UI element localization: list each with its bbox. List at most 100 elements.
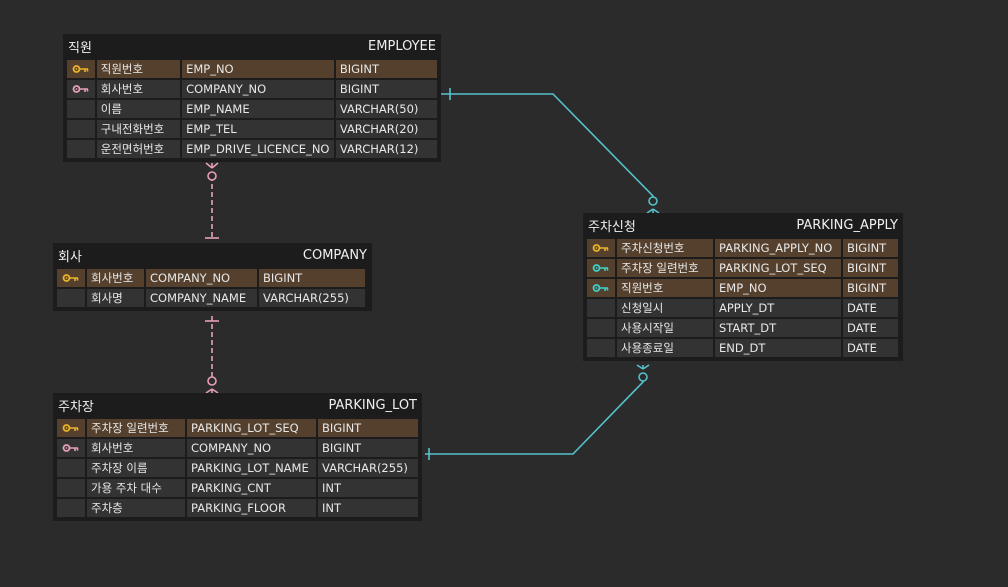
column-logical-name: 주차신청번호: [617, 239, 713, 257]
many-cardinality-mark: [636, 364, 644, 370]
column-physical-name: EMP_TEL: [182, 120, 334, 138]
relationship-parking_lot-parking_apply[interactable]: [425, 364, 650, 460]
column-logical-name: 회사번호: [87, 269, 144, 287]
column-data-type: VARCHAR(20): [335, 120, 437, 138]
column-physical-name: COMPANY_NAME: [146, 289, 257, 307]
column-data-type: VARCHAR(255): [259, 289, 365, 307]
entity-logical-name: 주차장: [58, 399, 94, 415]
many-cardinality-mark: [642, 364, 650, 370]
column-physical-name: PARKING_LOT_SEQ: [715, 259, 841, 277]
column-logical-name: 회사번호: [87, 439, 185, 457]
column-logical-name: 직원번호: [617, 279, 713, 297]
column-physical-name: PARKING_LOT_NAME: [187, 459, 316, 477]
relationship-line: [441, 93, 654, 202]
zero-cardinality-mark: [207, 171, 217, 181]
entity-header: 직원 EMPLOYEE: [67, 34, 437, 58]
column-logical-name: 운전면허번호: [96, 140, 181, 158]
column-logical-name: 회사명: [87, 289, 144, 307]
many-cardinality-mark: [211, 162, 219, 169]
key-icon-cell: [587, 299, 615, 317]
zero-cardinality-mark: [207, 376, 217, 386]
column-data-type: BIGINT: [843, 279, 898, 297]
column-data-type: BIGINT: [843, 239, 898, 257]
column-logical-name: 주차장 일련번호: [87, 419, 185, 437]
entity-physical-name: PARKING_LOT: [328, 397, 417, 413]
column-logical-name: 회사번호: [96, 80, 181, 98]
column-logical-name: 직원번호: [96, 60, 181, 78]
primary-key-icon: [67, 60, 95, 78]
zero-cardinality-mark: [638, 372, 648, 382]
column-physical-name: APPLY_DT: [715, 299, 841, 317]
column-physical-name: PARKING_FLOOR: [187, 499, 316, 517]
column-logical-name: 주차장 이름: [87, 459, 185, 477]
column-physical-name: EMP_NO: [715, 279, 841, 297]
column-physical-name: PARKING_CNT: [187, 479, 316, 497]
column-physical-name: PARKING_LOT_SEQ: [187, 419, 316, 437]
primary-foreign-key-icon: [587, 259, 615, 277]
column-data-type: VARCHAR(255): [318, 459, 418, 477]
entity-physical-name: EMPLOYEE: [368, 38, 436, 54]
key-icon-cell: [587, 339, 615, 357]
key-icon-cell: [57, 459, 85, 477]
column-data-type: BIGINT: [259, 269, 365, 287]
entity-header: 주차신청 PARKING_APPLY: [587, 213, 899, 237]
primary-key-icon: [57, 269, 85, 287]
column-logical-name: 가용 주차 대수: [87, 479, 185, 497]
key-icon-cell: [67, 100, 95, 118]
many-cardinality-mark: [205, 162, 213, 169]
column-physical-name: EMP_DRIVE_LICENCE_NO: [182, 140, 334, 158]
foreign-key-icon: [57, 439, 85, 457]
column-data-type: DATE: [843, 319, 898, 337]
key-icon-cell: [67, 120, 95, 138]
key-icon-cell: [57, 479, 85, 497]
key-icon-cell: [67, 140, 95, 158]
entity-logical-name: 주차신청: [588, 219, 636, 235]
column-logical-name: 주차층: [87, 499, 185, 517]
entity-physical-name: PARKING_APPLY: [796, 217, 898, 233]
column-data-type: BIGINT: [843, 259, 898, 277]
column-data-type: VARCHAR(50): [335, 100, 437, 118]
column-data-type: DATE: [843, 299, 898, 317]
column-physical-name: COMPANY_NO: [146, 269, 257, 287]
primary-key-icon: [587, 239, 615, 257]
column-data-type: BIGINT: [318, 439, 418, 457]
column-logical-name: 사용종료일: [617, 339, 713, 357]
column-data-type: BIGINT: [335, 60, 437, 78]
relationship-line: [425, 376, 644, 455]
column-physical-name: END_DT: [715, 339, 841, 357]
column-physical-name: COMPANY_NO: [187, 439, 316, 457]
column-data-type: BIGINT: [335, 80, 437, 98]
entity-logical-name: 직원: [68, 40, 92, 56]
relationship-company-employee[interactable]: [205, 162, 219, 239]
relationship-employee-parking_apply[interactable]: [441, 88, 660, 214]
entity-header: 회사 COMPANY: [57, 243, 368, 267]
column-logical-name: 주차장 일련번호: [617, 259, 713, 277]
relationship-company-parking_lot[interactable]: [205, 316, 219, 394]
key-icon-cell: [57, 289, 85, 307]
column-physical-name: PARKING_APPLY_NO: [715, 239, 841, 257]
